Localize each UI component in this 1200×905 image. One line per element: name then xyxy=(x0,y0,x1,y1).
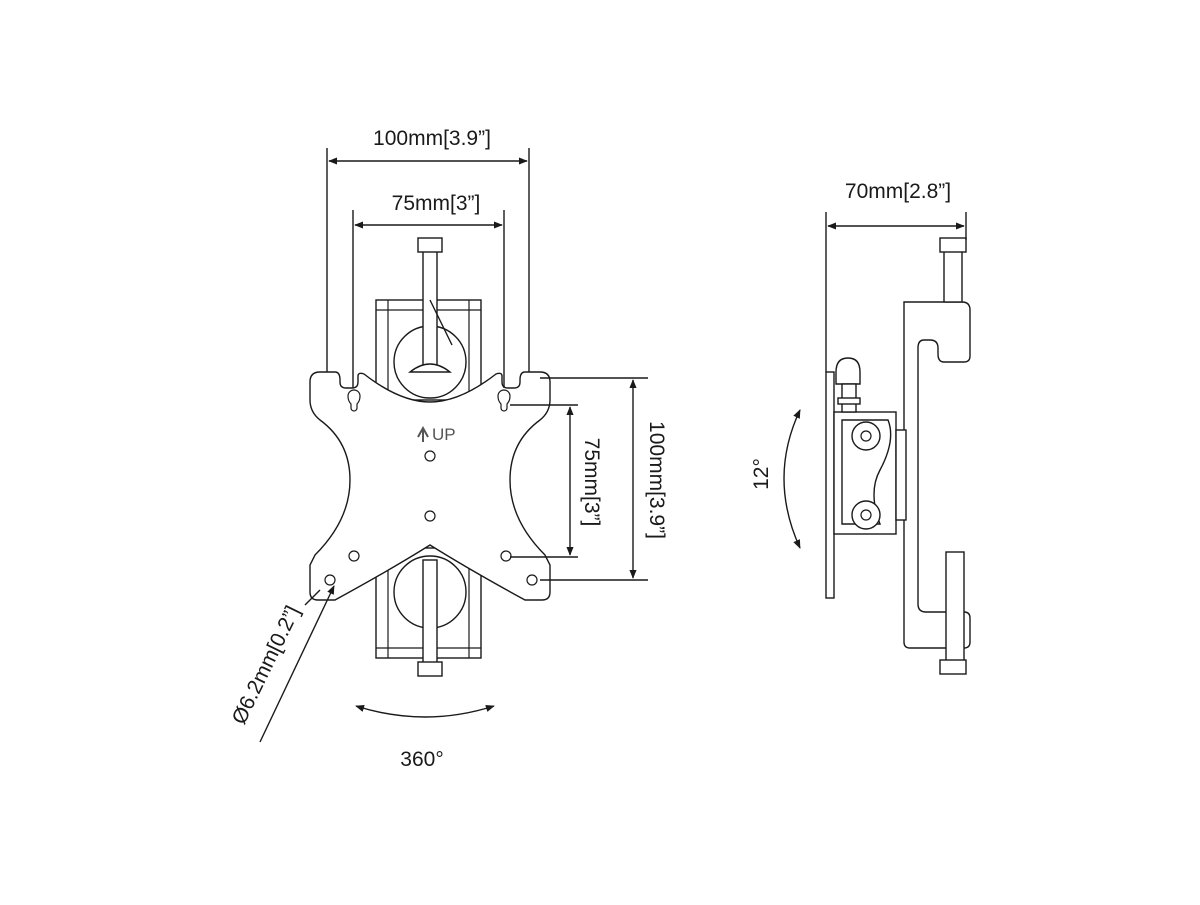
dim-height-outer-label: 100mm[3.9”] xyxy=(645,421,668,539)
dim-hole-label: Ø6.2mm[0.2”] xyxy=(228,602,305,727)
dim-width-inner-label: 75mm[3”] xyxy=(392,192,481,215)
lower-bracket xyxy=(375,547,482,677)
mount-hole xyxy=(500,550,512,562)
tilt-label: 12° xyxy=(750,458,773,490)
dim-height-inner-label: 75mm[3”] xyxy=(580,438,603,527)
dim-depth-label: 70mm[2.8”] xyxy=(845,180,951,203)
tilt-joint xyxy=(833,411,907,535)
rotation-label: 360° xyxy=(400,748,443,771)
side-bolt-top xyxy=(943,249,963,303)
upper-bracket xyxy=(375,237,482,401)
dimension-hole-diameter: Ø6.2mm[0.2”] xyxy=(228,585,335,743)
side-view: 70mm[2.8”] 12° xyxy=(750,180,971,675)
tension-knob xyxy=(835,357,861,413)
mount-hole xyxy=(324,574,336,586)
front-view: UP 100mm[3.9”] 75mm[3”] 75mm[3”] xyxy=(228,127,668,771)
mount-hole xyxy=(348,550,360,562)
dimension-height-inner: 75mm[3”] xyxy=(510,404,603,558)
dimension-width-inner: 75mm[3”] xyxy=(352,192,505,388)
dimension-width-outer: 100mm[3.9”] xyxy=(326,127,530,372)
rotation-indicator: 360° xyxy=(355,705,495,771)
tilt-indicator: 12° xyxy=(750,409,801,549)
up-label: UP xyxy=(432,425,456,444)
up-arrow-icon xyxy=(417,425,429,442)
side-plate xyxy=(825,371,835,599)
dimension-depth: 70mm[2.8”] xyxy=(825,180,967,372)
keyhole-slot-left xyxy=(347,389,361,412)
keyhole-slot-right xyxy=(497,389,511,412)
side-bolt-bottom xyxy=(945,551,965,663)
mount-hole xyxy=(424,450,436,462)
dimension-height-outer: 100mm[3.9”] xyxy=(540,377,668,581)
mount-hole xyxy=(424,510,436,522)
mount-hole xyxy=(526,574,538,586)
dim-width-outer-label: 100mm[3.9”] xyxy=(373,127,491,150)
vesa-plate xyxy=(309,371,551,601)
